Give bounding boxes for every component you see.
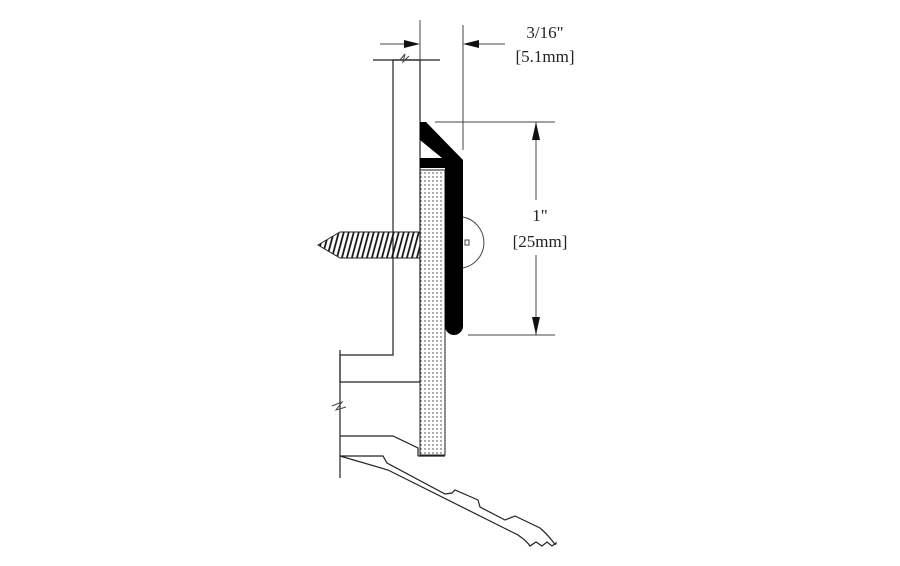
gap-dimension: 3/16" [5.1mm] bbox=[380, 20, 575, 150]
height-dimension-imperial: 1" bbox=[532, 206, 547, 225]
seal-profile bbox=[420, 122, 463, 335]
threshold bbox=[331, 350, 557, 547]
gap-dimension-metric: [5.1mm] bbox=[515, 47, 574, 66]
height-dimension-metric: [25mm] bbox=[513, 232, 568, 251]
foam-strip bbox=[419, 169, 446, 456]
height-dimension: 1" [25mm] bbox=[435, 121, 568, 336]
screw bbox=[317, 216, 485, 269]
gap-dimension-imperial: 3/16" bbox=[526, 23, 563, 42]
